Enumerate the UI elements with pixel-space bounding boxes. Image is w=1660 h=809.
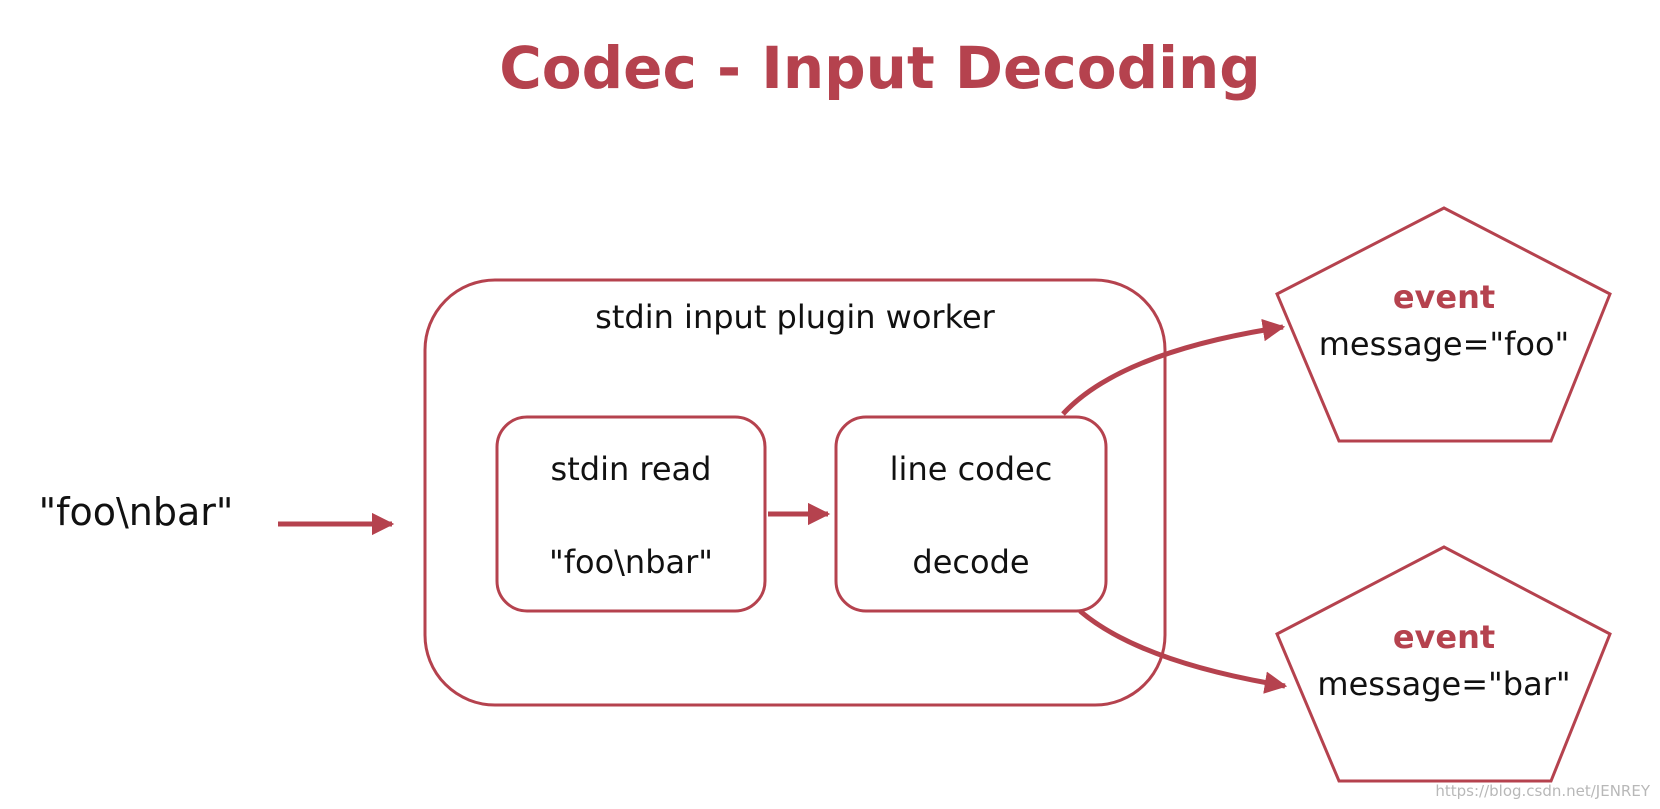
line-codec-box	[834, 415, 1108, 613]
event-foo-pentagon	[1275, 206, 1612, 443]
worker-label: stdin input plugin worker	[595, 298, 995, 336]
stdin-read-value: "foo\nbar"	[549, 543, 713, 581]
event-bar-message: message="bar"	[1317, 665, 1570, 703]
stdin-read-box	[495, 415, 767, 613]
stdin-read-label: stdin read	[551, 450, 712, 488]
codec-to-event-foo-arrow	[1061, 318, 1286, 416]
input-string: "foo\nbar"	[39, 490, 234, 534]
codec-to-event-bar-arrow	[1078, 609, 1288, 694]
event-bar-pentagon	[1275, 545, 1612, 783]
watermark: https://blog.csdn.net/JENREY	[1435, 782, 1650, 800]
worker-container	[423, 278, 1167, 707]
event-foo-label: event	[1393, 278, 1495, 316]
line-codec-action: decode	[912, 543, 1029, 581]
page-title: Codec - Input Decoding	[499, 34, 1261, 102]
event-bar-label: event	[1393, 618, 1495, 656]
line-codec-label: line codec	[890, 450, 1053, 488]
event-foo-message: message="foo"	[1319, 325, 1569, 363]
